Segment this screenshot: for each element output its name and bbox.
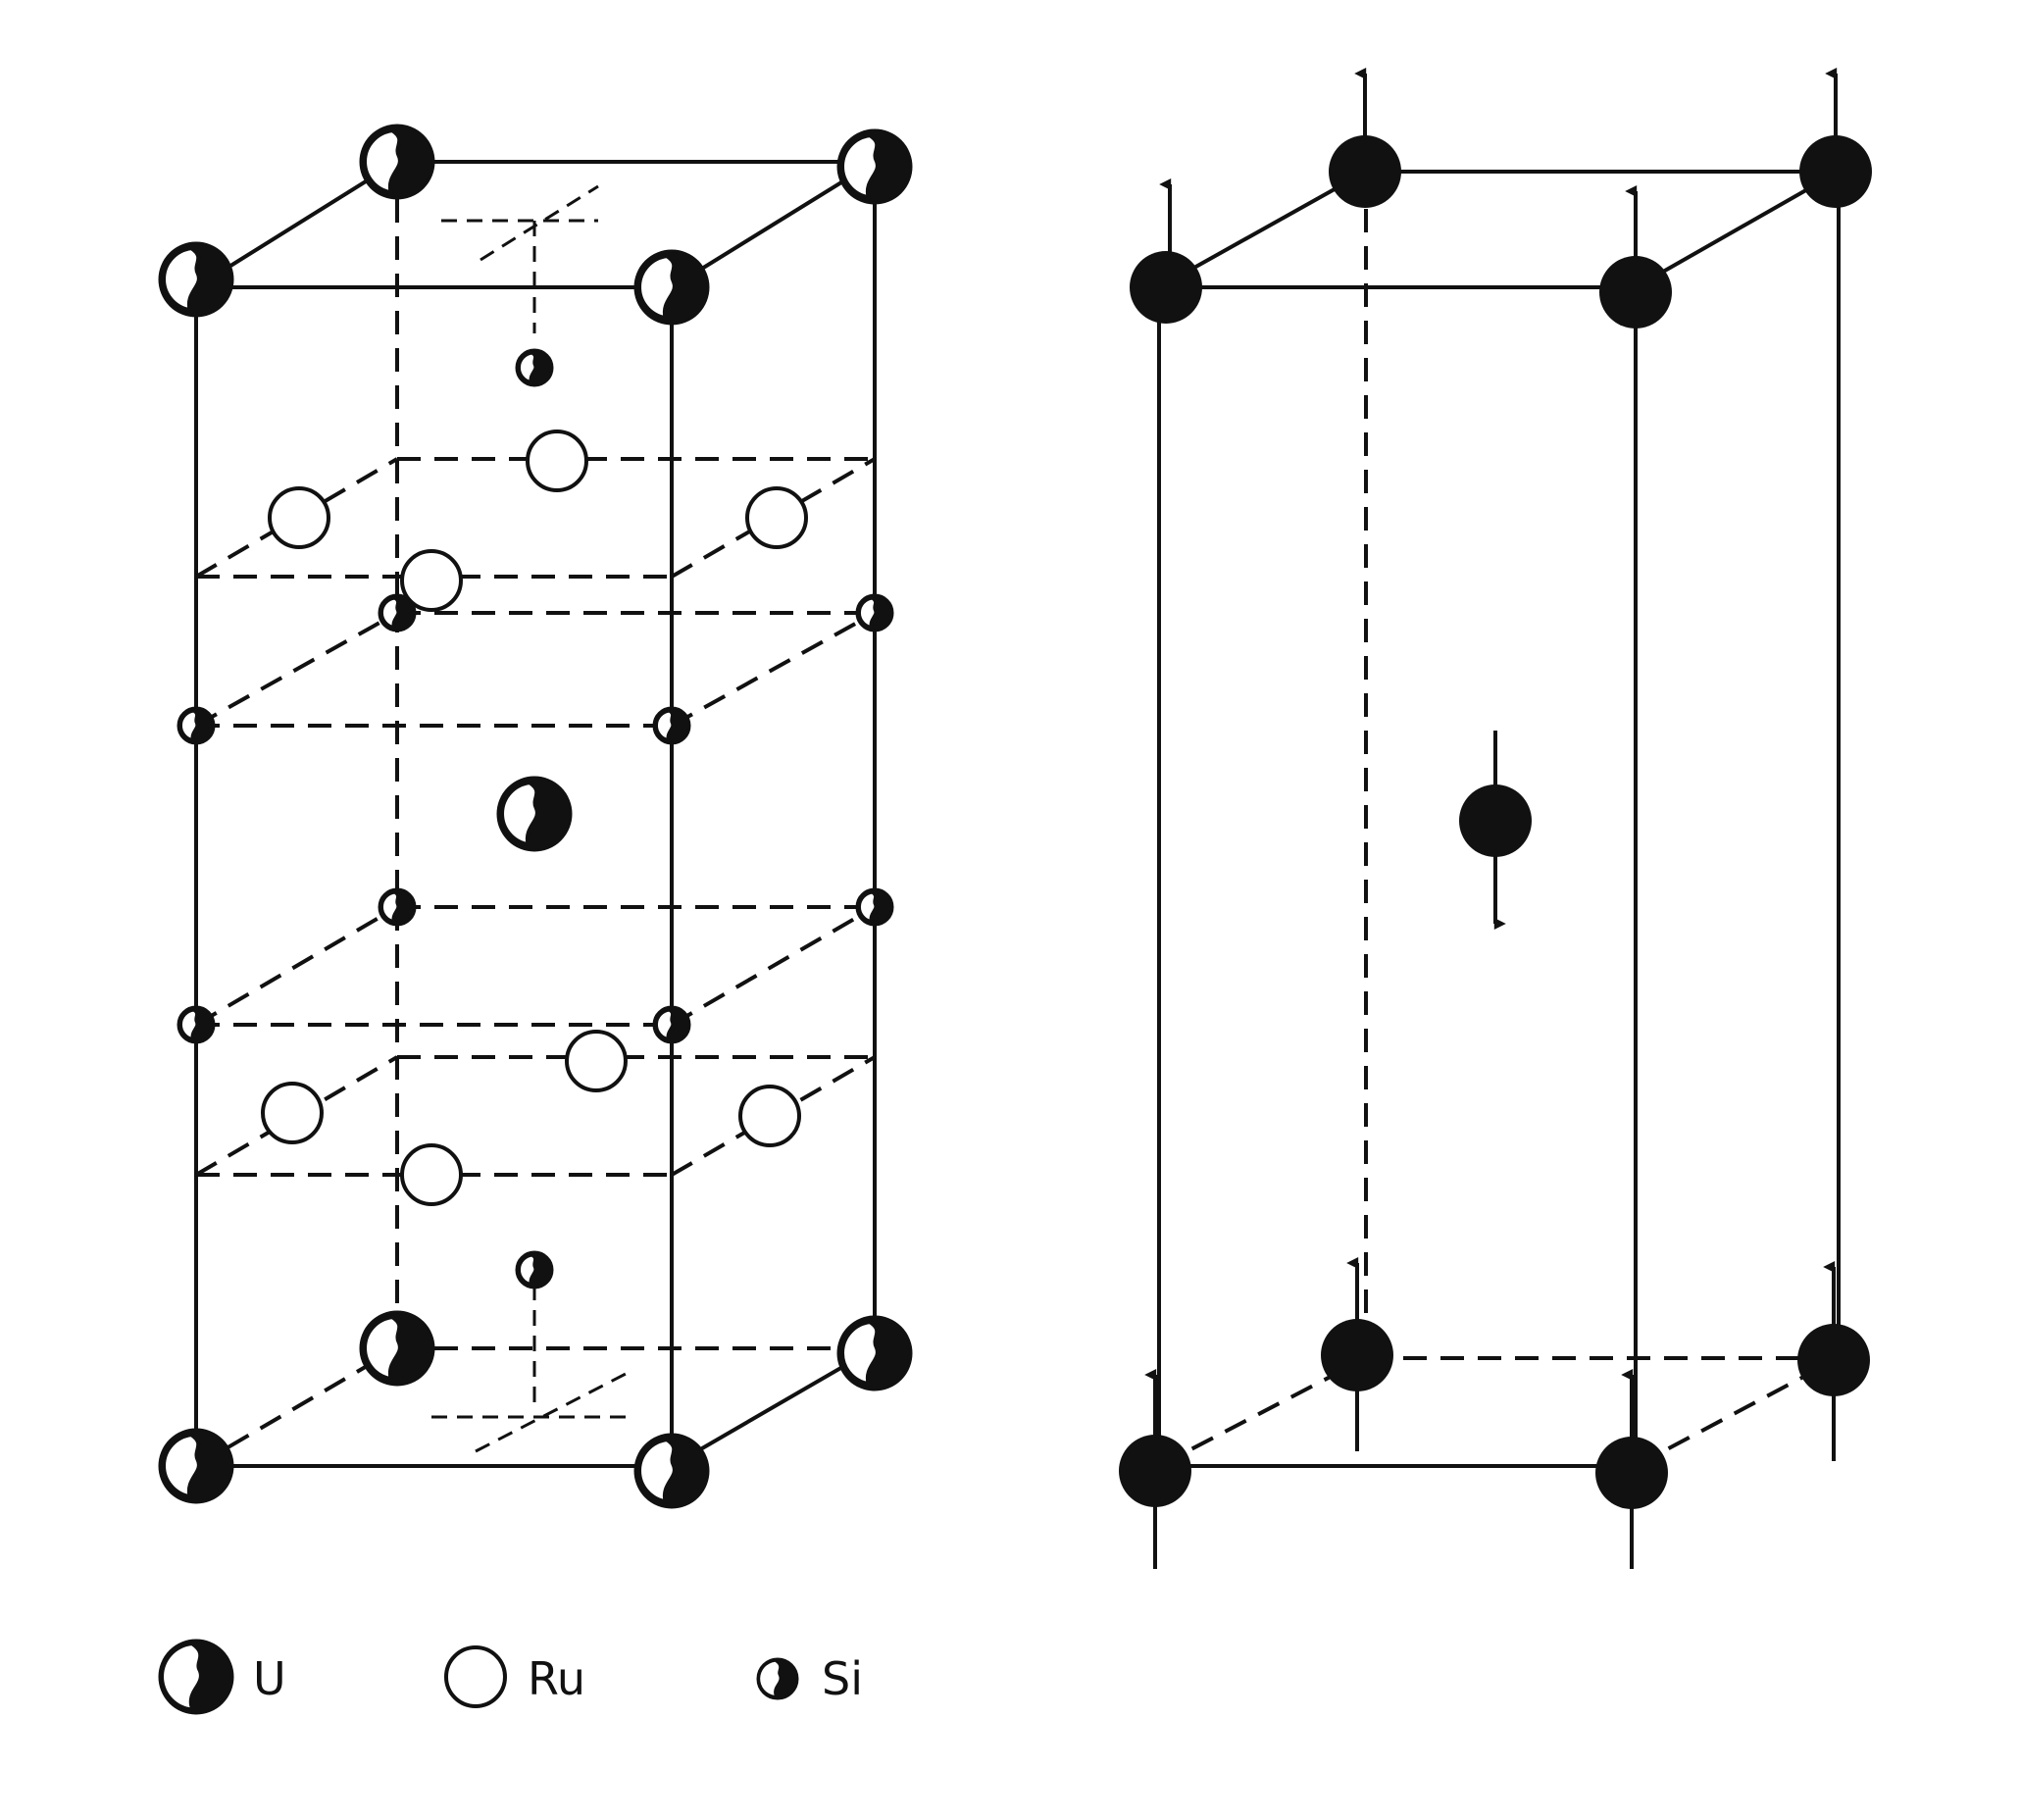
si-planes xyxy=(194,611,877,1027)
magnetic-unit-cell xyxy=(1119,68,1872,1569)
half-filled-large-atom-icon xyxy=(158,1639,234,1715)
half-filled-small-atom-icon xyxy=(756,1657,799,1700)
si-atom xyxy=(177,706,216,745)
si-atom xyxy=(177,1005,216,1044)
legend-label-si: Si xyxy=(822,1652,863,1705)
u-atom xyxy=(836,128,913,205)
si-atom xyxy=(515,1250,554,1289)
u-atom xyxy=(158,1428,234,1504)
legend-item-u: U xyxy=(158,1639,286,1715)
legend-label-u: U xyxy=(253,1652,286,1705)
legend: U Ru Si xyxy=(158,1639,863,1715)
si-atom xyxy=(652,1005,691,1044)
u-legend-glyph xyxy=(158,1639,234,1715)
u-atom xyxy=(359,1310,435,1387)
u-atom xyxy=(633,1433,710,1509)
si-legend-glyph xyxy=(756,1657,799,1700)
magnetic-u-atoms xyxy=(1119,135,1872,1509)
u-atom xyxy=(158,241,234,318)
chemical-unit-cell xyxy=(158,124,913,1509)
u-atom xyxy=(633,249,710,326)
si-atom xyxy=(855,593,894,632)
si-atom xyxy=(652,706,691,745)
si-atom xyxy=(515,348,554,387)
open-circle-atom-icon xyxy=(444,1645,507,1708)
axial-si-markers xyxy=(431,184,629,1453)
legend-label-ru: Ru xyxy=(528,1652,585,1705)
u-atom xyxy=(359,124,435,200)
si-atom xyxy=(378,887,417,927)
si-atoms xyxy=(177,348,894,1289)
legend-item-ru: Ru xyxy=(444,1645,585,1708)
u-atoms xyxy=(158,124,913,1509)
u-atom xyxy=(836,1315,913,1391)
si-atom xyxy=(378,593,417,632)
u-atom xyxy=(496,776,573,852)
cell-edges-hidden xyxy=(194,162,875,1468)
si-atom xyxy=(855,887,894,927)
ru-atoms xyxy=(261,430,808,1206)
legend-item-si: Si xyxy=(756,1652,863,1705)
magnetic-cell-edges-solid xyxy=(1157,170,1841,1468)
